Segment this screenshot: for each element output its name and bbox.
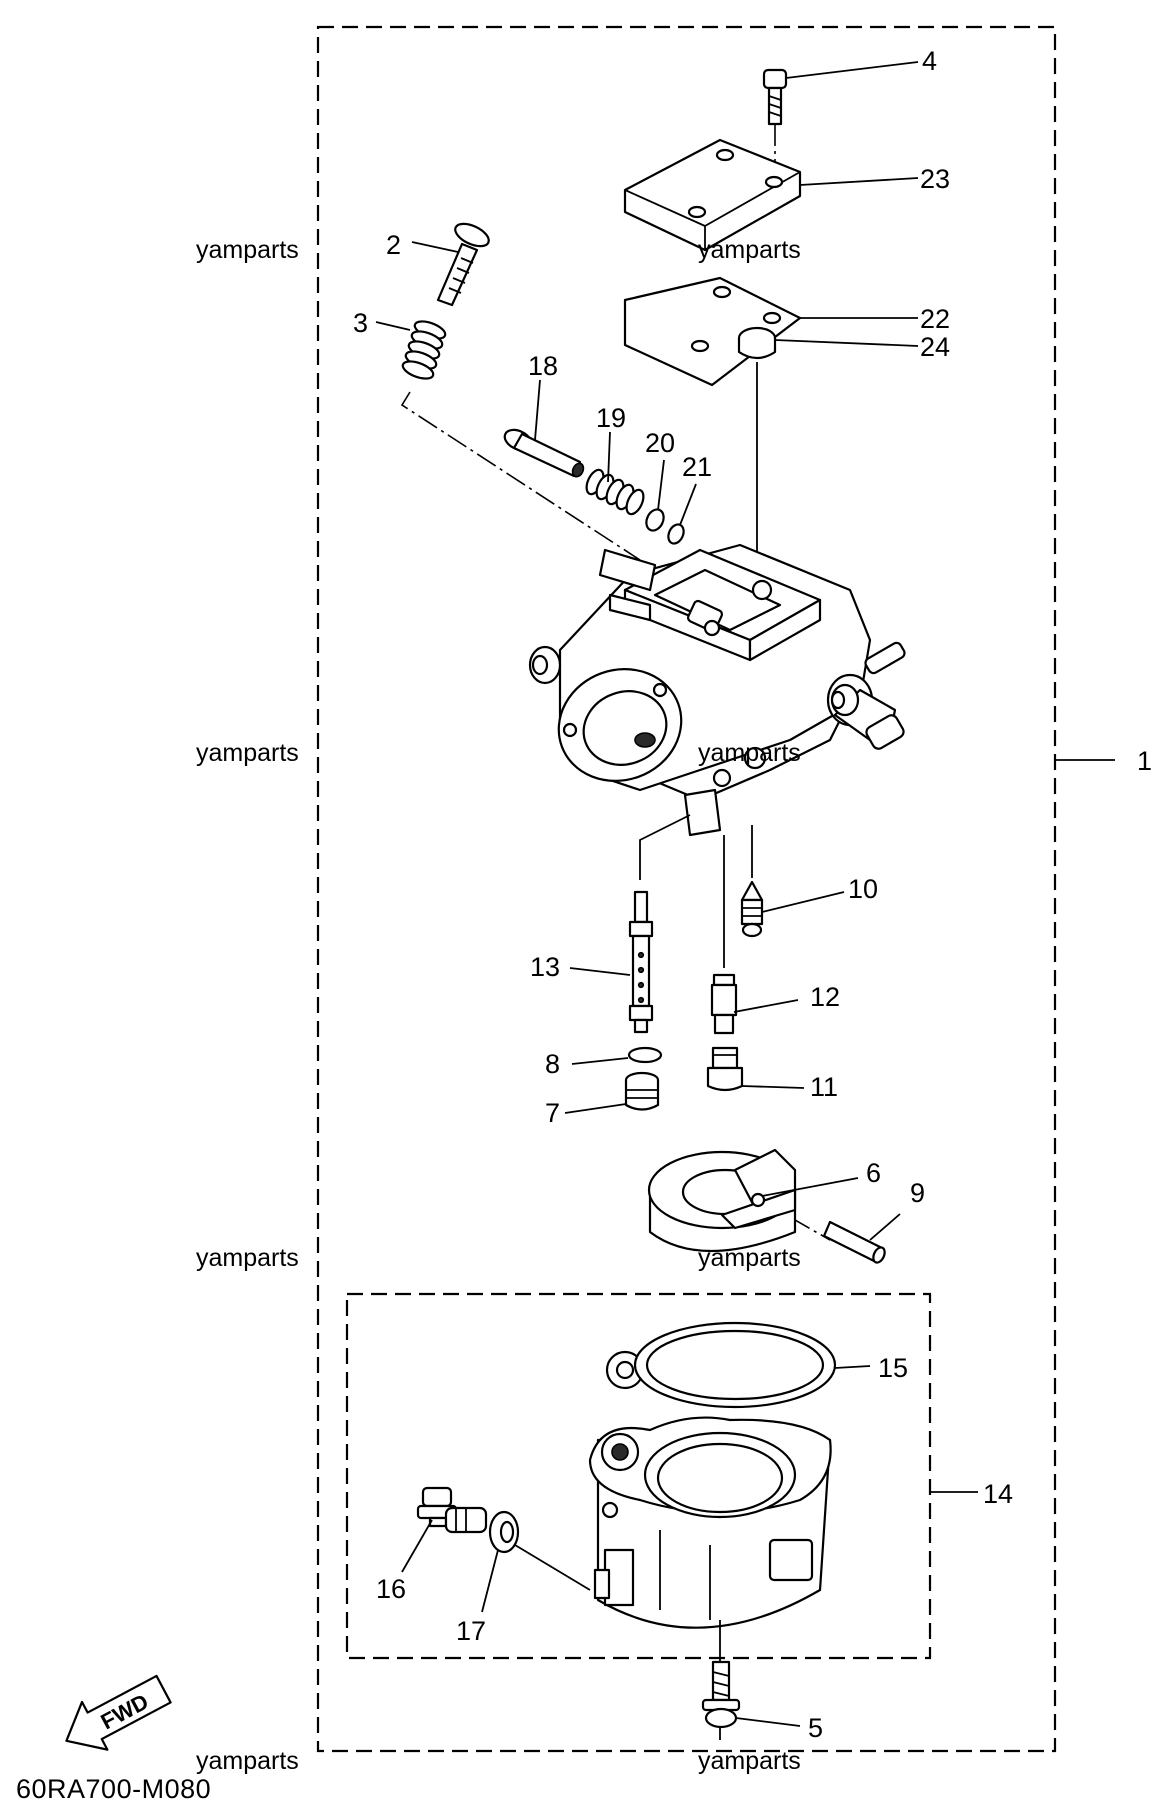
part-10-needle-valve xyxy=(740,880,764,938)
callout-20: 20 xyxy=(645,428,675,458)
leader-15 xyxy=(834,1365,871,1369)
leader-8 xyxy=(571,1057,629,1065)
callout-18: 18 xyxy=(528,351,558,381)
fwd-arrow-icon: FWD xyxy=(65,1674,172,1751)
part-4-screw xyxy=(762,68,788,180)
callout-3: 3 xyxy=(353,308,368,338)
leader-18 xyxy=(534,379,541,441)
assembly-14-boundary xyxy=(345,1292,932,1660)
callout-15: 15 xyxy=(878,1353,908,1383)
leader-21 xyxy=(679,483,697,526)
callout-22: 22 xyxy=(920,304,950,334)
callout-21: 21 xyxy=(682,452,712,482)
callout-23: 23 xyxy=(920,164,950,194)
part-7-plug xyxy=(624,1071,660,1111)
leader-12 xyxy=(733,999,799,1013)
leader-10 xyxy=(761,891,845,913)
part-14-float-bowl xyxy=(588,1416,832,1740)
part-5-bowl-screw xyxy=(701,1660,741,1729)
diagram-code: 60RA700-M080 xyxy=(16,1774,211,1804)
assembly-1-boundary xyxy=(316,25,1057,1753)
carburetor-body xyxy=(528,543,906,837)
watermark: yamparts xyxy=(196,1747,299,1775)
callout-10: 10 xyxy=(848,874,878,904)
part-19-spring xyxy=(585,468,645,516)
part-17-washer xyxy=(488,1510,591,1591)
leader-5 xyxy=(735,1717,801,1727)
leader-19 xyxy=(607,431,611,483)
callout-13: 13 xyxy=(530,952,560,982)
callout-2: 2 xyxy=(386,230,401,260)
leader-9 xyxy=(869,1213,901,1241)
part-21-o-ring xyxy=(667,523,685,545)
watermark: yamparts xyxy=(196,1244,299,1272)
leader-20 xyxy=(657,459,665,511)
callout-19: 19 xyxy=(596,403,626,433)
watermark: yamparts xyxy=(196,236,299,264)
part-3-spring xyxy=(401,320,447,380)
leader-13 xyxy=(569,967,631,976)
callout-11: 11 xyxy=(810,1072,838,1102)
part-23-cover-plate xyxy=(623,138,802,252)
watermark: yamparts xyxy=(698,1747,801,1775)
callout-17: 17 xyxy=(456,1616,486,1646)
part-13-main-nozzle xyxy=(628,890,654,1034)
leader-3 xyxy=(375,321,411,331)
part-18-throttle-screw xyxy=(503,428,585,478)
leader-2 xyxy=(411,241,459,253)
callout-24: 24 xyxy=(920,332,950,362)
leader-11 xyxy=(741,1085,805,1089)
part-16-drain-screw xyxy=(416,1486,488,1534)
watermark: yamparts xyxy=(698,1244,801,1272)
part-9-pin xyxy=(822,1220,886,1264)
callout-16: 16 xyxy=(376,1574,406,1604)
callout-12: 12 xyxy=(810,982,840,1012)
part-8-o-ring xyxy=(627,1046,663,1064)
part-20-washer xyxy=(645,508,665,532)
leader-16 xyxy=(401,1519,433,1573)
watermark: yamparts xyxy=(698,739,801,767)
leader-7 xyxy=(564,1103,627,1114)
axis-line-3 xyxy=(400,391,641,561)
callout-8: 8 xyxy=(545,1049,560,1079)
callout-7: 7 xyxy=(545,1098,560,1128)
callout-9: 9 xyxy=(910,1178,925,1208)
callout-1: 1 xyxy=(1137,746,1152,776)
part-2-pilot-screw xyxy=(436,222,490,307)
callout-6: 6 xyxy=(866,1158,881,1188)
callout-4: 4 xyxy=(922,46,937,76)
callout-14: 14 xyxy=(983,1479,1013,1509)
axis-line-13 xyxy=(639,814,691,880)
callout-5: 5 xyxy=(808,1713,823,1743)
part-22-gasket xyxy=(623,276,802,387)
part-15-bowl-gasket xyxy=(605,1321,837,1409)
part-12-pilot-jet xyxy=(710,973,738,1035)
leader-6 xyxy=(761,1177,859,1197)
watermark: yamparts xyxy=(698,236,801,264)
watermark: yamparts xyxy=(196,739,299,767)
leader-4 xyxy=(785,61,919,79)
part-6-float xyxy=(647,1148,797,1252)
leader-24 xyxy=(774,339,919,347)
leader-17 xyxy=(481,1549,499,1613)
part-11-main-jet xyxy=(706,1046,744,1092)
leader-23 xyxy=(799,177,919,186)
